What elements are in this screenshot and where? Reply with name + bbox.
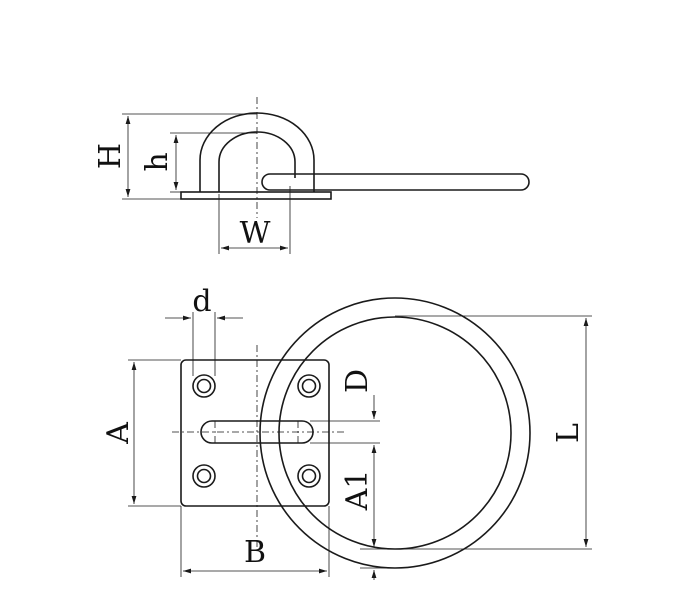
label-A: A <box>101 422 136 445</box>
top-view: d A D A1 B L <box>101 284 592 580</box>
side-base-plate <box>180 191 332 200</box>
label-B: B <box>244 535 266 570</box>
top-eye-slot <box>200 420 314 444</box>
ring-inner <box>278 316 512 550</box>
label-h: h <box>140 152 175 171</box>
label-A1: A1 <box>340 470 375 512</box>
label-d: d <box>192 284 211 319</box>
label-W: W <box>240 216 271 251</box>
ring-outer <box>259 297 531 569</box>
label-L: L <box>551 423 586 443</box>
side-ring-rod <box>261 173 530 191</box>
mounting-holes <box>192 374 321 488</box>
label-H: H <box>93 143 128 169</box>
top-base-plate <box>180 359 330 507</box>
label-D: D <box>340 369 375 393</box>
side-view: H h W <box>93 97 530 254</box>
